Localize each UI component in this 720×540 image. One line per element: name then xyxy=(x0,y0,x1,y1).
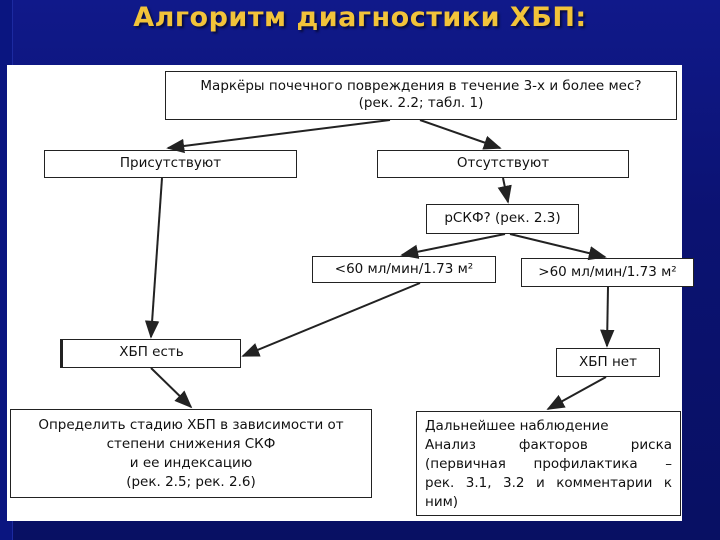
gfr-low-label: <60 мл/мин/1.73 м² xyxy=(334,261,474,277)
stage-line: Определить стадию ХБП в зависимости от xyxy=(38,417,344,433)
followup-box: Дальнейшее наблюдение Анализ факторов ри… xyxy=(416,411,681,516)
gfr-question-label: рСКФ? (рек. 2.3) xyxy=(444,210,561,226)
absent-box: Отсутствуют xyxy=(377,150,629,178)
absent-label: Отсутствуют xyxy=(456,155,550,171)
markers-reference-line: (рек. 2.2; табл. 1) xyxy=(358,95,484,111)
ckd-no-box: ХБП нет xyxy=(556,348,660,377)
ckd-yes-box: ХБП есть xyxy=(60,339,241,368)
gfr-low-box: <60 мл/мин/1.73 м² xyxy=(312,256,496,283)
present-label: Присутствуют xyxy=(119,155,222,171)
slide-title: Алгоритм диагностики ХБП: xyxy=(133,2,587,33)
markers-question-line: Маркёры почечного повреждения в течение … xyxy=(200,78,642,94)
followup-line: ним) xyxy=(425,494,459,510)
stage-line: и ее индексацию xyxy=(129,455,253,471)
stage-box: Определить стадию ХБП в зависимости от с… xyxy=(10,409,372,498)
followup-line: Анализ факторов риска xyxy=(425,437,672,453)
present-box: Присутствуют xyxy=(44,150,297,178)
markers-question-box: Маркёры почечного повреждения в течение … xyxy=(165,71,677,120)
ckd-yes-label: ХБП есть xyxy=(119,344,184,360)
gfr-high-box: >60 мл/мин/1.73 м² xyxy=(521,258,694,287)
stage-line: (рек. 2.5; рек. 2.6) xyxy=(126,474,256,490)
followup-line: рек. 3.1, 3.2 и комментарии к xyxy=(425,475,672,491)
followup-line: (первичная профилактика – xyxy=(425,456,672,472)
stage-line: степени снижения СКФ xyxy=(106,436,276,452)
gfr-question-box: рСКФ? (рек. 2.3) xyxy=(426,204,579,234)
followup-line: Дальнейшее наблюдение xyxy=(425,418,609,434)
gfr-high-label: >60 мл/мин/1.73 м² xyxy=(538,264,677,280)
ckd-no-label: ХБП нет xyxy=(579,354,637,370)
